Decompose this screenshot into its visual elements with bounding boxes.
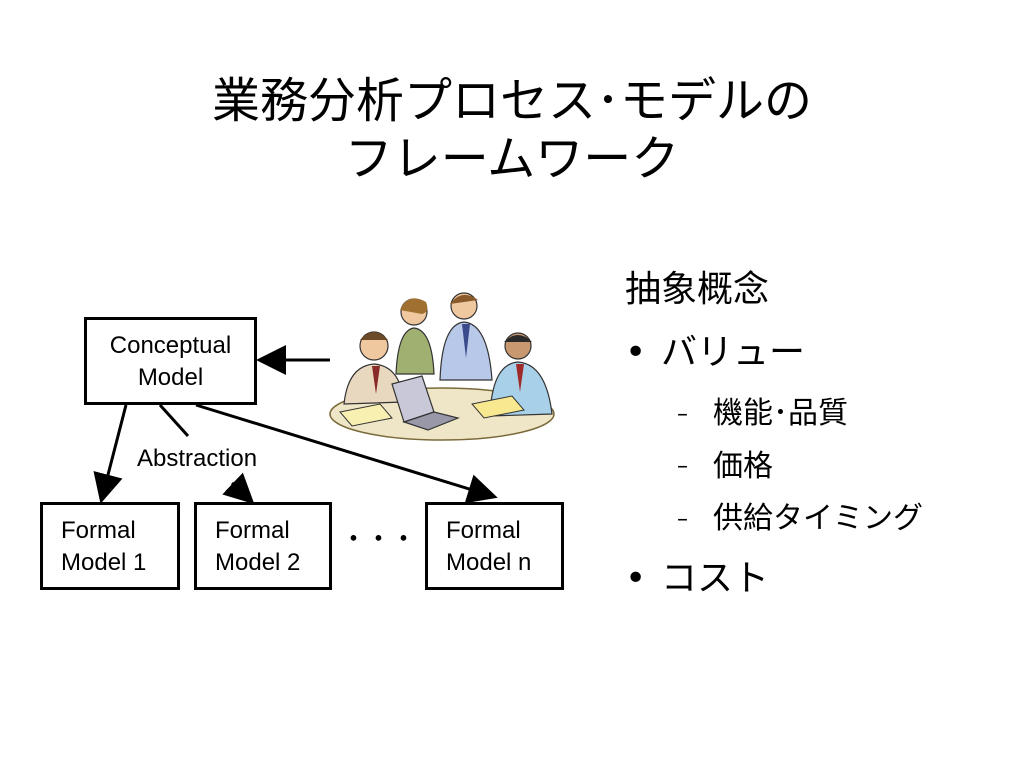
business-meeting-icon <box>329 292 555 441</box>
sub-item-supply-timing: –供給タイミング <box>625 493 923 546</box>
list-item-label: コスト <box>661 557 770 599</box>
formal-model-1-box: Formal Model 1 <box>40 502 180 590</box>
conceptual-model-line2: Model <box>137 364 204 391</box>
sub-item-label: 価格 <box>713 448 773 484</box>
bullet-icon: • <box>625 557 647 599</box>
slide-title-line1: 業務分析プロセス･モデルの <box>211 73 812 129</box>
list-item-label: バリュー <box>661 332 806 373</box>
formal-model-2-line1: Formal <box>215 517 290 544</box>
bullet-icon: • <box>625 332 647 373</box>
dash-icon: – <box>677 401 688 427</box>
conceptual-model-box: Conceptual Model <box>84 317 257 405</box>
arrow-to-formal-model-2 <box>222 472 255 505</box>
arrow-to-formal-model-1 <box>93 404 128 504</box>
list-item-value: • バリュー <box>625 324 923 382</box>
formal-model-2-box: Formal Model 2 <box>194 502 332 590</box>
right-panel: 抽象概念 •バリュー –機能･品質 –価格 –供給タイミング •コスト <box>625 262 923 608</box>
formal-model-1-line1: Formal <box>61 517 136 544</box>
right-heading: 抽象概念 <box>625 269 770 310</box>
dash-icon: – <box>677 506 688 532</box>
sub-item-function-quality: –機能･品質 <box>625 388 923 441</box>
arrow-to-formal-model-n <box>195 403 498 504</box>
sub-item-label: 供給タイミング <box>713 501 923 536</box>
ellipsis: ･･･ <box>345 520 420 560</box>
abstraction-label: Abstraction <box>137 445 258 472</box>
formal-model-n-box: Formal Model n <box>425 502 564 590</box>
slide-title-line2: フレームワーク <box>344 131 680 187</box>
dash-icon: – <box>677 454 688 479</box>
conceptual-model-line1: Conceptual <box>109 332 232 359</box>
sub-item-label: 機能･品質 <box>713 396 848 431</box>
abstraction-connector <box>158 403 190 438</box>
slide-title: 業務分析プロセス･モデルの フレームワーク <box>0 72 1024 188</box>
sub-item-price: –価格 <box>625 441 923 494</box>
list-item-cost: • コスト <box>625 550 923 608</box>
formal-model-n-line2: Model n <box>446 549 532 576</box>
formal-model-2-line2: Model 2 <box>215 549 301 576</box>
formal-model-n-line1: Formal <box>446 517 521 544</box>
formal-model-1-line2: Model 1 <box>61 549 147 576</box>
